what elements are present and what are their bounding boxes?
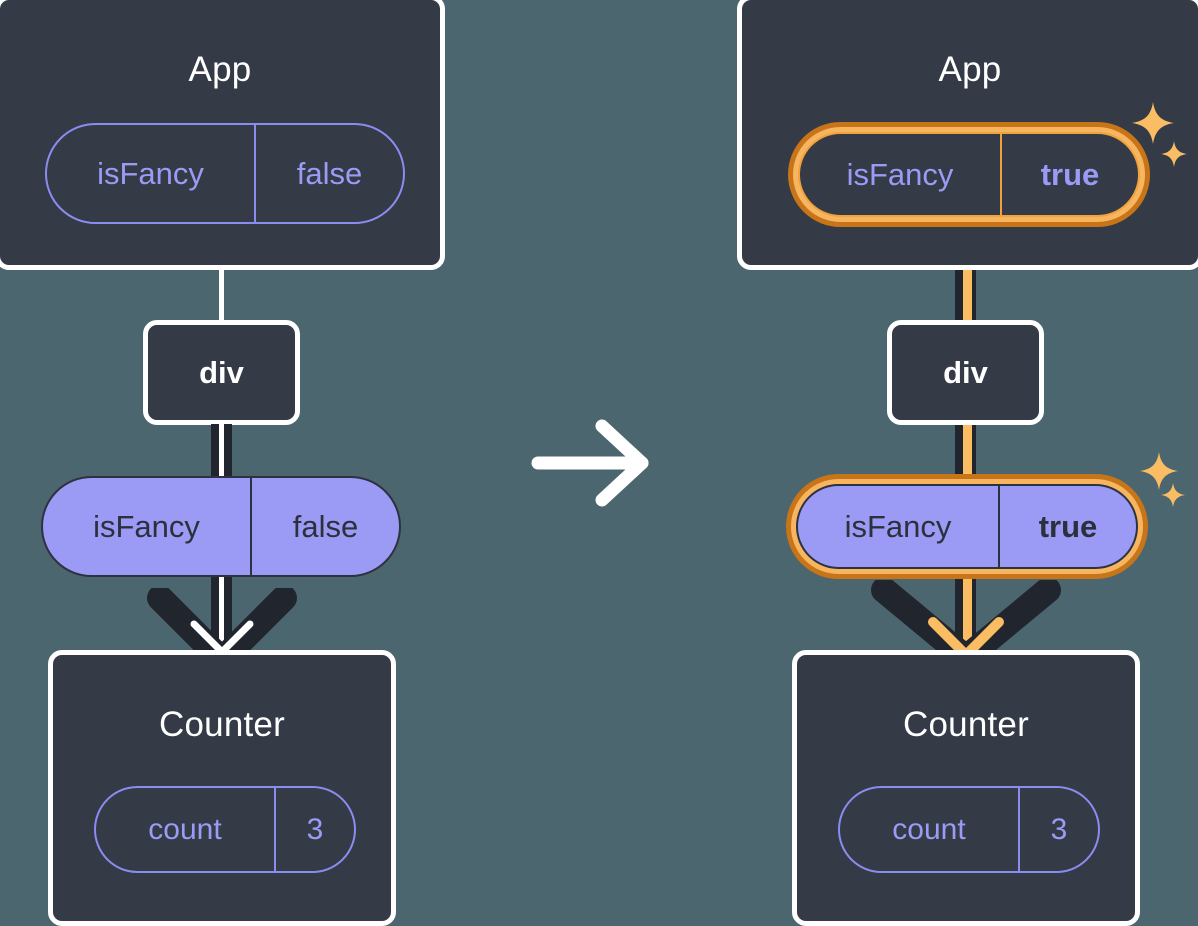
counter-panel-title-after: Counter <box>903 705 1029 744</box>
app-state-key-after: isFancy <box>846 156 954 192</box>
div-panel-label: div <box>199 354 244 390</box>
counter-state-pill-before[interactable]: count 3 <box>94 786 356 873</box>
prop-pill-value-after: true <box>998 486 1136 567</box>
app-state-value-after: true <box>1000 134 1138 215</box>
wire-app-to-div-before <box>219 265 224 323</box>
counter-panel-before: Counter count 3 <box>48 650 396 926</box>
app-state-pill-ring-inner: isFancy true <box>798 132 1140 217</box>
app-panel-title: App <box>188 50 252 89</box>
app-state-key: isFancy <box>97 155 204 191</box>
prop-pill-key: isFancy <box>93 508 200 544</box>
prop-pill-ring-inner: isFancy true <box>796 484 1138 569</box>
prop-pill-before[interactable]: isFancy false <box>41 476 401 577</box>
arrow-right-icon <box>531 419 649 507</box>
div-panel-after: div <box>887 320 1044 425</box>
sparkle-small-icon-prop <box>1161 483 1185 507</box>
div-panel-before: div <box>143 320 300 425</box>
prop-pill-value: false <box>250 478 399 575</box>
prop-pill-after[interactable]: isFancy true <box>796 484 1138 569</box>
app-panel-title-after: App <box>938 50 1002 89</box>
app-state-pill-before[interactable]: isFancy false <box>45 123 405 224</box>
prop-pill-key-after: isFancy <box>844 508 952 544</box>
counter-state-key-after: count <box>892 812 966 846</box>
div-panel-label-after: div <box>943 354 988 390</box>
prop-pill-highlight-after[interactable]: isFancy true <box>786 474 1148 579</box>
sparkle-large-icon-prop <box>1140 452 1178 490</box>
counter-state-pill-after[interactable]: count 3 <box>838 786 1100 873</box>
counter-state-key: count <box>148 812 222 846</box>
counter-state-value: 3 <box>274 788 354 871</box>
app-state-pill-after[interactable]: isFancy true <box>798 132 1140 217</box>
counter-panel-title: Counter <box>159 705 285 744</box>
app-state-pill-highlight-after[interactable]: isFancy true <box>788 122 1150 227</box>
counter-state-value-after: 3 <box>1018 788 1098 871</box>
counter-panel-after: Counter count 3 <box>792 650 1140 926</box>
app-panel-before: App isFancy false <box>0 0 445 270</box>
app-state-value: false <box>254 125 403 222</box>
